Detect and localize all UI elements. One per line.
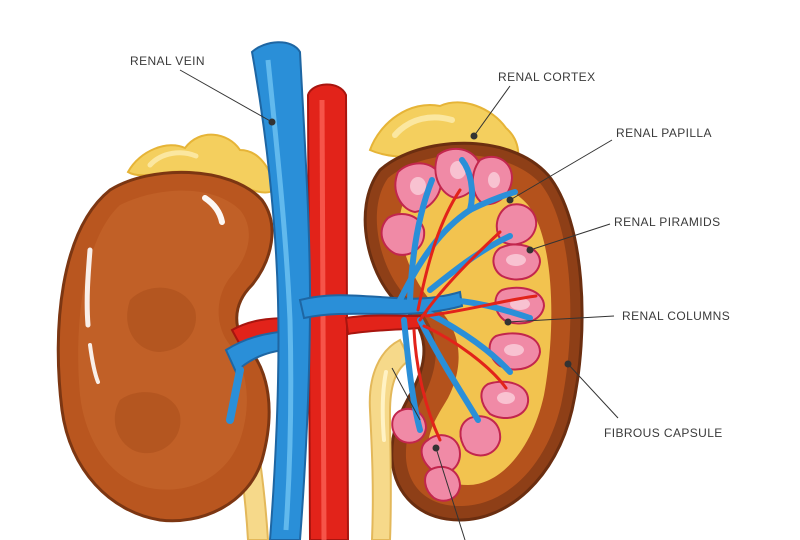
label-renal-columns: RENAL COLUMNS bbox=[622, 309, 731, 323]
right-ureter bbox=[368, 338, 412, 540]
leader-lines bbox=[179, 69, 619, 540]
label-renal-papilla: RENAL PAPILLA bbox=[616, 126, 712, 140]
vena-cava bbox=[250, 41, 312, 540]
label-renal-cortex: RENAL CORTEX bbox=[498, 70, 596, 84]
left-kidney bbox=[56, 133, 276, 540]
label-renal-pyramids: RENAL PIRAMIDS bbox=[614, 215, 721, 229]
label-renal-vein: RENAL VEIN bbox=[130, 54, 205, 68]
pyramid-highlights bbox=[410, 161, 530, 404]
renal-vessels bbox=[224, 41, 538, 540]
label-fibrous-capsule: FIBROUS CAPSULE bbox=[604, 426, 723, 440]
